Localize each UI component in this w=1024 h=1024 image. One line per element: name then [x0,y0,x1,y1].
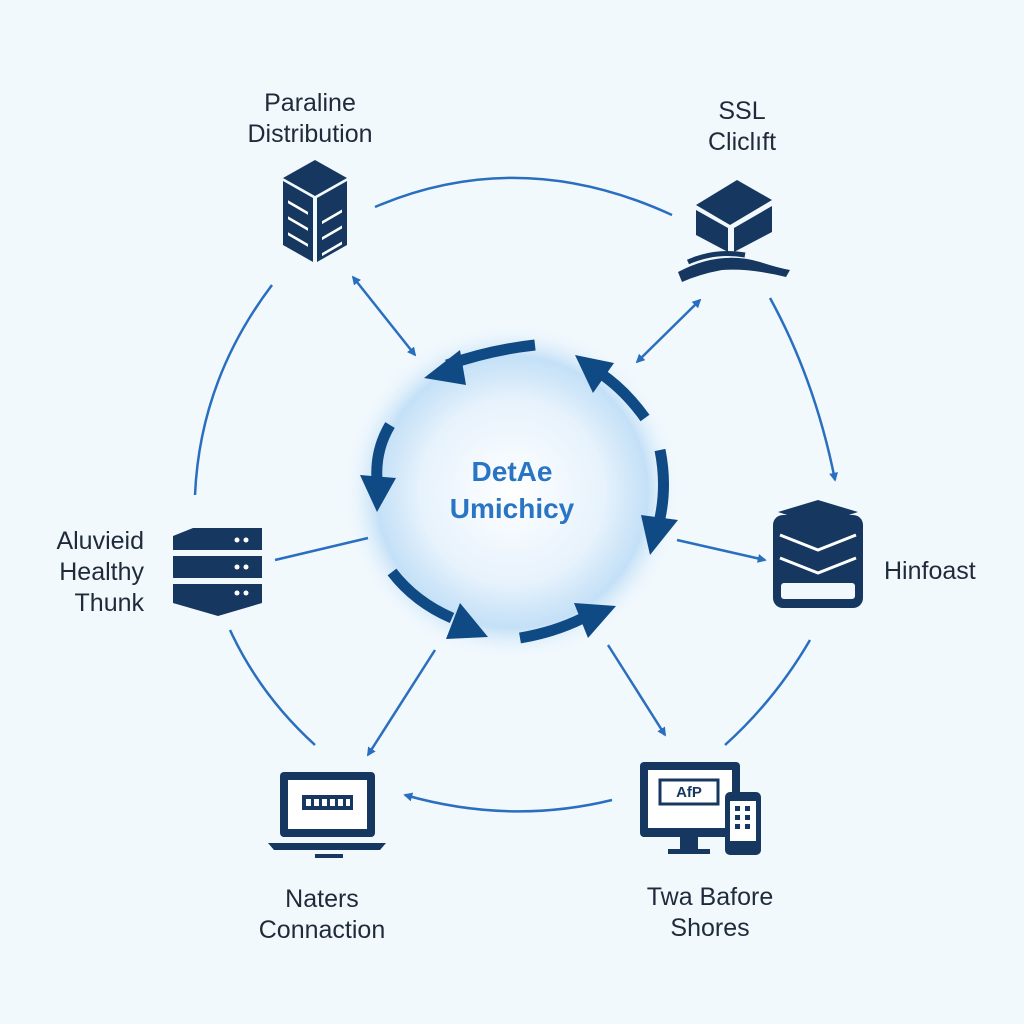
outer-connections [193,176,838,813]
cycle-arrow-bottom-left [387,568,455,624]
monitor-phone-icon: AfP [640,762,761,855]
cycle-arrowhead-top-right [575,355,614,393]
label-top-right-line1: SSL [718,97,766,125]
label-top-left-line2: Distribution [247,120,373,148]
arc-bottom [403,792,613,813]
center-title-line1: DetAe [471,456,553,487]
label-left-line2: Healthy [59,558,144,586]
arc-bottom-left-to-left [228,629,316,746]
spoke-left [274,536,369,562]
spoke-bottom-right [606,644,667,737]
arc-left-to-top-left [193,284,273,496]
label-bottom-right: Twa Bafore Shores [610,882,810,944]
arc-right-to-bottom-right [724,639,812,746]
monitor-screen-text: AfP [676,784,702,801]
label-top-left: Paraline Distribution [210,88,410,150]
spoke-top-left [351,275,417,357]
spoke-top-right [635,298,702,364]
server-stack-icon [283,160,347,262]
label-right: Hinfoast [884,556,1004,587]
center-cycle-arrows [360,339,678,644]
spoke-connections [274,275,767,757]
label-left-line1: Aluvieid [56,527,144,555]
label-bottom-right-line1: Twa Bafore [646,883,774,911]
spoke-bottom-left [366,649,437,757]
center-glow [342,322,682,662]
database-box-icon [773,500,863,608]
arc-top [374,176,673,217]
cycle-arrow-bottom [519,613,586,644]
label-top-left-line1: Paraline [264,89,356,117]
label-right-line1: Hinfoast [884,557,976,585]
label-left: Aluvieid Healthy Thunk [20,526,144,619]
label-bottom-left-line2: Connaction [258,916,386,944]
cycle-arrow-right [654,448,669,520]
label-bottom-left: Naters Connaction [222,884,422,946]
label-bottom-right-line2: Shores [670,914,750,942]
center-title-line2: Umichicy [449,493,575,524]
cycle-arrowhead-bottom [574,603,616,638]
cycle-arrow-left [371,422,395,481]
cycle-arrowhead-left [360,475,396,512]
laptop-icon [268,772,386,858]
cycle-arrowhead-bottom-left [446,603,488,639]
label-bottom-left-line1: Naters [285,885,359,913]
label-left-line3: Thunk [74,589,144,617]
cycle-arrowhead-right [641,515,678,555]
center-title: DetAe Umichicy [412,453,612,527]
arc-top-right-to-right [768,297,838,482]
label-top-right-line2: Cliclıft [707,128,777,156]
cycle-arrowhead-top [424,350,466,385]
spoke-right [676,538,767,563]
server-rack-icon [173,528,262,616]
cube-icon [678,180,790,282]
label-top-right: SSL Cliclıft [662,96,822,158]
